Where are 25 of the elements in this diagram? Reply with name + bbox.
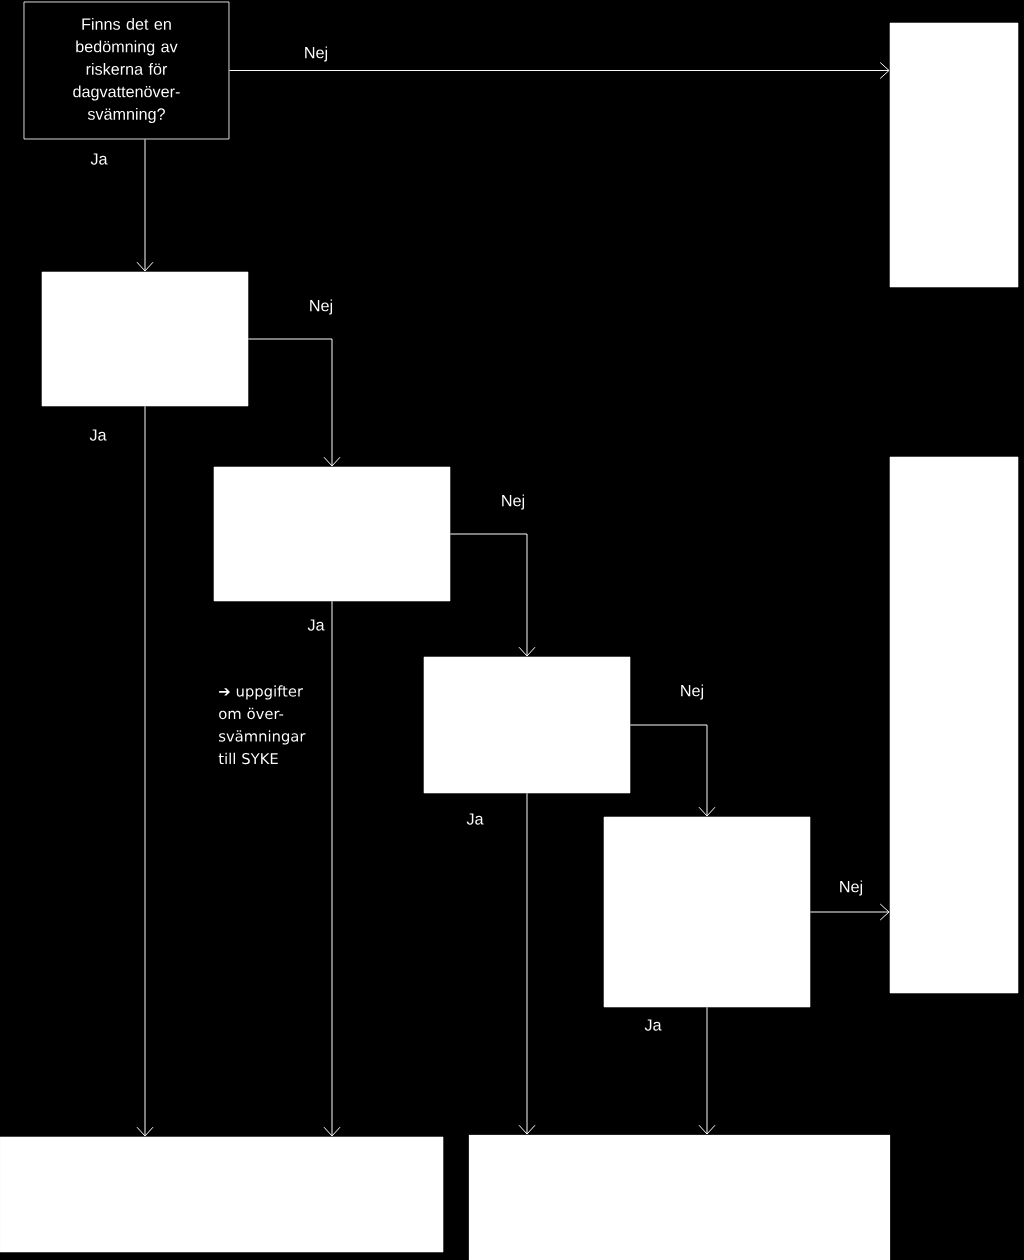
- empty-box: [603, 816, 811, 1008]
- arrow: [136, 405, 154, 1137]
- edge-label: Nej: [307, 298, 335, 316]
- edge-label: Nej: [302, 45, 330, 63]
- arrow: [323, 600, 341, 1137]
- arrow: [698, 1006, 716, 1135]
- arrow: [629, 724, 716, 817]
- arrow: [518, 792, 536, 1135]
- empty-box: [889, 22, 1019, 288]
- empty-box: [889, 456, 1019, 994]
- empty-box: [468, 1134, 891, 1260]
- edge-label: Nej: [678, 683, 706, 701]
- empty-box: [423, 656, 631, 794]
- arrow: [136, 138, 154, 272]
- empty-box: [41, 271, 249, 407]
- arrow: [809, 903, 890, 921]
- arrow: [228, 62, 890, 79]
- empty-box: [0, 1136, 444, 1253]
- edge-label: Nej: [499, 493, 527, 511]
- question-box: Finns det en bedömning av riskerna för dagvattenöver- svämning?: [23, 1, 230, 140]
- arrow: [449, 533, 536, 657]
- empty-box: [213, 466, 451, 602]
- edge-label: Nej: [837, 879, 865, 897]
- note-text: ➔ uppgifter om över- svämningar till SYKE: [218, 685, 306, 765]
- arrow: [247, 338, 341, 467]
